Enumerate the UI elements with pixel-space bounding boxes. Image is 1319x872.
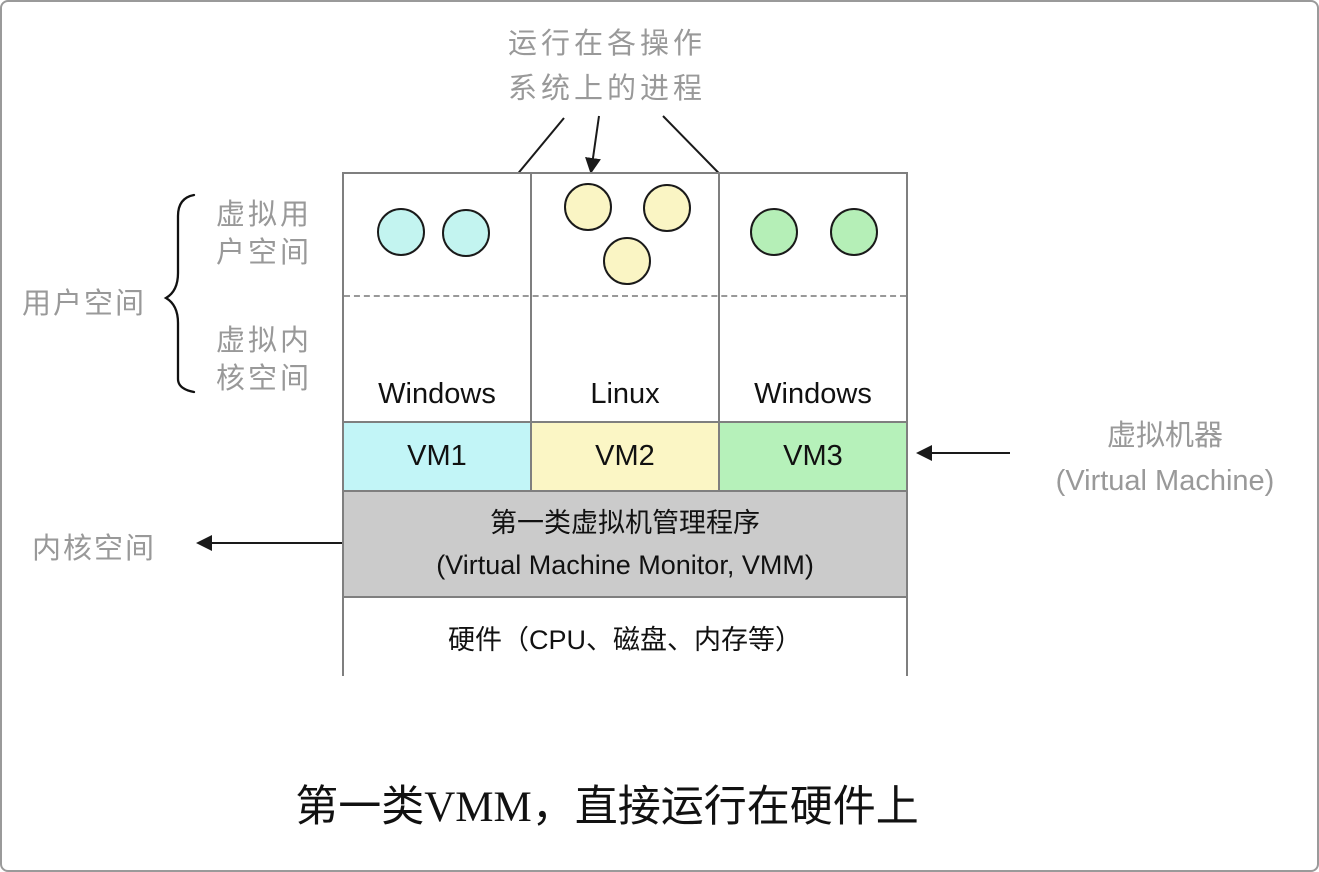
process-circle bbox=[830, 208, 878, 256]
os-name-label: Windows bbox=[378, 378, 496, 410]
vmm-architecture-box: Windows Linux Windows VM1 VM2 VM3 第一类虚拟机… bbox=[342, 172, 908, 676]
vmm-bar: 第一类虚拟机管理程序 (Virtual Machine Monitor, VMM… bbox=[344, 490, 906, 596]
vm-row: VM1 VM2 VM3 bbox=[344, 421, 906, 490]
virtual-machine-label: 虚拟机器 (Virtual Machine) bbox=[1030, 414, 1300, 504]
process-arrow-middle bbox=[585, 115, 601, 174]
vm1-cell: VM1 bbox=[344, 423, 532, 490]
process-circle bbox=[643, 184, 691, 232]
virtual-kernel-space-line2: 核空间 bbox=[216, 363, 313, 395]
virtual-kernel-space-line1: 虚拟内 bbox=[216, 325, 313, 357]
vm3-cell: VM3 bbox=[720, 423, 906, 490]
processes-annotation: 运行在各操作 系统上的进程 bbox=[457, 22, 757, 112]
hardware-bar: 硬件（CPU、磁盘、内存等） bbox=[344, 596, 906, 676]
processes-annotation-line2: 系统上的进程 bbox=[507, 73, 706, 105]
process-circle bbox=[750, 208, 798, 256]
process-circle bbox=[377, 208, 425, 256]
os-name-label: Linux bbox=[590, 378, 660, 410]
process-circle bbox=[603, 237, 651, 285]
user-space-brace bbox=[163, 193, 196, 394]
virtual-user-space-line2: 户空间 bbox=[216, 237, 313, 269]
virtual-machine-label-line1: 虚拟机器 bbox=[1106, 420, 1223, 452]
user-kernel-divider-dashed-line bbox=[344, 295, 906, 297]
vmm-title-line1: 第一类虚拟机管理程序 bbox=[490, 508, 760, 538]
os-column-linux: Linux bbox=[532, 174, 720, 421]
process-circle bbox=[564, 183, 612, 231]
virtual-kernel-space-label: 虚拟内 核空间 bbox=[216, 322, 326, 398]
processes-annotation-line1: 运行在各操作 bbox=[507, 28, 706, 60]
virtual-user-space-label: 虚拟用 户空间 bbox=[216, 196, 326, 272]
os-name-label: Windows bbox=[754, 378, 872, 410]
os-column-windows-2: Windows bbox=[720, 174, 906, 421]
kernel-space-label: 内核空间 bbox=[32, 533, 157, 565]
vmm-title-line2: (Virtual Machine Monitor, VMM) bbox=[436, 550, 814, 580]
virtual-user-space-line1: 虚拟用 bbox=[216, 199, 313, 231]
virtual-machine-label-line2: (Virtual Machine) bbox=[1055, 465, 1275, 497]
vm2-cell: VM2 bbox=[532, 423, 720, 490]
user-space-label: 用户空间 bbox=[22, 288, 147, 320]
os-column-windows-1: Windows bbox=[344, 174, 532, 421]
process-circle bbox=[442, 209, 490, 257]
os-row: Windows Linux Windows bbox=[344, 174, 906, 421]
figure-caption: 第一类VMM，直接运行在硬件上 bbox=[295, 784, 919, 831]
